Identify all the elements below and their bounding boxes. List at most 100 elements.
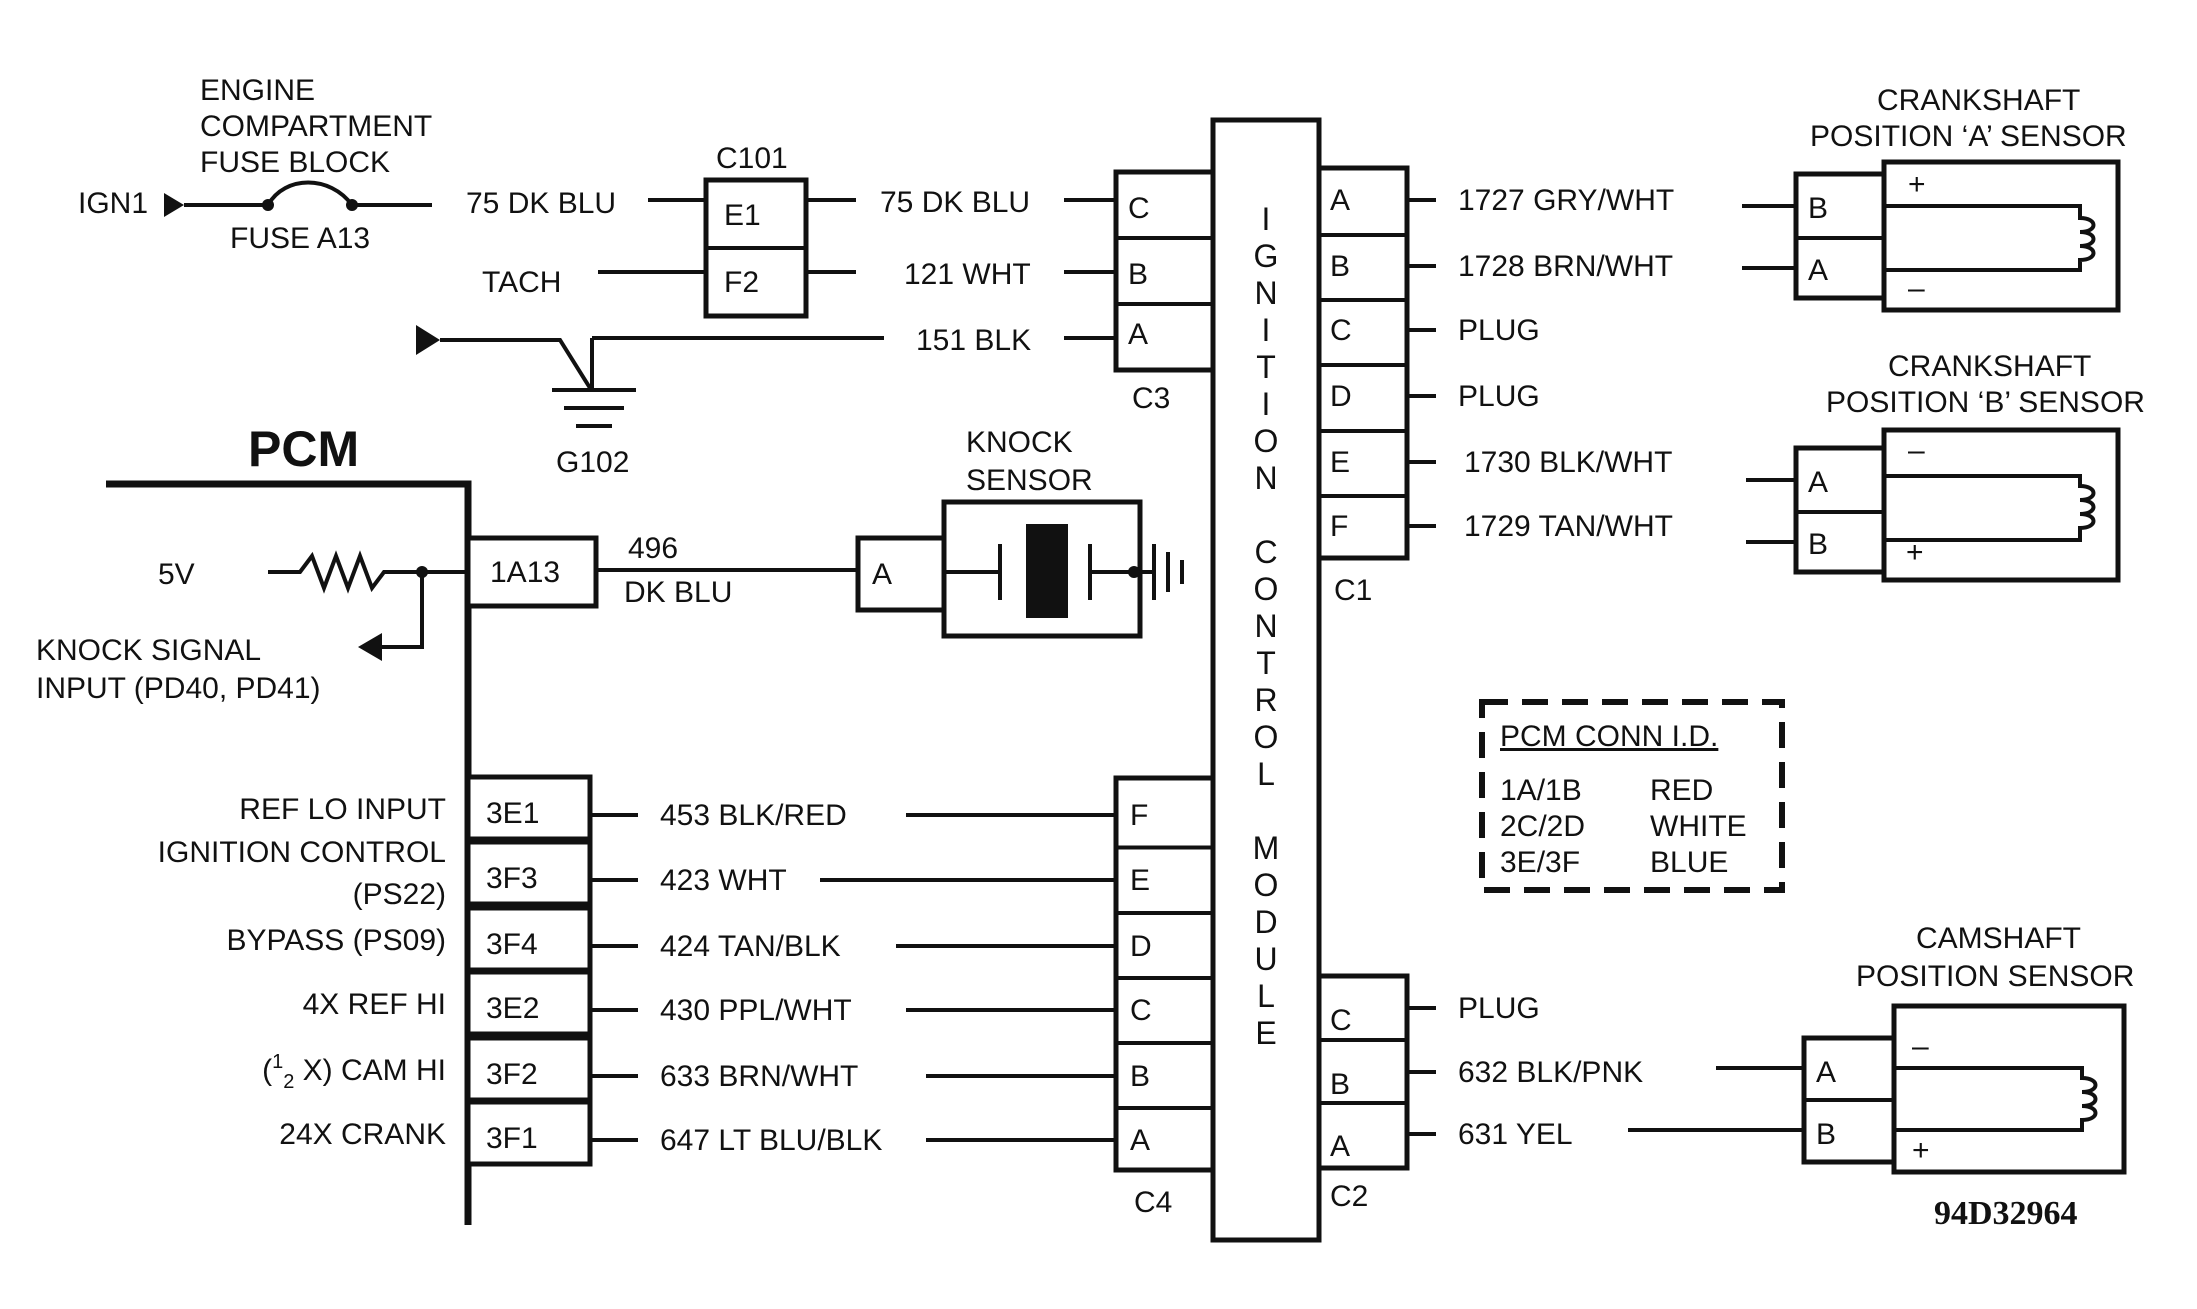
pcm-pin-label: 3F2 — [486, 1058, 538, 1091]
pcm-pin-label: 3E1 — [486, 797, 539, 830]
cam-sensor-body — [1891, 1003, 2127, 1175]
c3-connector — [1113, 169, 1216, 373]
crank-a-plus: + — [1908, 168, 1926, 201]
crank-b-line-2: POSITION ‘B’ SENSOR — [1826, 386, 2145, 419]
pcm-pin-1a13 — [465, 535, 599, 609]
pcm-wire-label: 424 TAN/BLK — [660, 930, 841, 963]
c101-label: C101 — [716, 142, 788, 175]
c1-pin-label: D — [1330, 380, 1352, 413]
c1-wire-label: PLUG — [1458, 314, 1540, 347]
knock-sensor-line-2: SENSOR — [966, 464, 1093, 497]
pcm-pin-box — [465, 969, 593, 1037]
tach-label: TACH — [482, 266, 561, 299]
crank-b-sensor-body — [1881, 427, 2121, 583]
pcm-pin-label: 3F3 — [486, 862, 538, 895]
c2-label: C2 — [1330, 1180, 1368, 1213]
c3-pin-a: A — [1128, 318, 1148, 351]
pcm-function-label-part: ( — [262, 1054, 272, 1087]
fuse-icon — [266, 180, 354, 207]
module-letter: M — [1253, 830, 1280, 866]
pcm-wire-label: 633 BRN/WHT — [660, 1060, 858, 1093]
module-letter: T — [1256, 645, 1276, 681]
module-letter: T — [1256, 349, 1276, 385]
fuse-block-line-3: FUSE BLOCK — [200, 146, 390, 179]
module-letter: N — [1254, 460, 1277, 496]
ground-arrow-icon — [416, 325, 440, 355]
pcm-function-sublabel: (PS22) — [353, 878, 446, 911]
c2-pin-label: B — [1330, 1068, 1350, 1101]
crank-a-coil-icon — [1884, 204, 2096, 272]
legend-color-1: RED — [1650, 774, 1713, 807]
pcm-function-label: IGNITION CONTROL — [158, 836, 446, 869]
legend-conn-1: 1A/1B — [1500, 774, 1582, 807]
ign1-label: IGN1 — [78, 187, 148, 220]
crank-b-line-1: CRANKSHAFT — [1888, 350, 2091, 383]
module-letter: R — [1254, 682, 1277, 718]
knock-signal-line-1: KNOCK SIGNAL — [36, 634, 261, 667]
crank-a-pin-b: B — [1808, 192, 1828, 225]
ignition-control-module — [1210, 117, 1322, 1243]
pcm-function-label: 24X CRANK — [279, 1118, 446, 1151]
c2-pin-label: C — [1330, 1004, 1352, 1037]
pcm-function-label: REF LO INPUT — [239, 793, 446, 826]
pcm-pin-label: 3F4 — [486, 928, 538, 961]
wire-151-label: 151 BLK — [916, 324, 1031, 357]
cam-line-1: CAMSHAFT — [1916, 922, 2081, 955]
c101-pin-f2: F2 — [724, 266, 759, 299]
fuse-block-line-1: ENGINE — [200, 74, 315, 107]
wire-496-label: 496 — [628, 532, 678, 565]
c3-pin-c: C — [1128, 192, 1150, 225]
legend-conn-3: 3E/3F — [1500, 846, 1580, 879]
module-letter: L — [1257, 978, 1275, 1014]
crank-a-minus: – — [1908, 272, 1925, 305]
c4-label: C4 — [1134, 1186, 1172, 1219]
c2-wire-label: 632 BLK/PNK — [1458, 1056, 1643, 1089]
knock-pin-a: A — [872, 558, 892, 591]
legend-color-2: WHITE — [1650, 810, 1747, 843]
pcm-function-label: BYPASS (PS09) — [226, 924, 446, 957]
c1-wire-label: 1730 BLK/WHT — [1464, 446, 1672, 479]
module-letter: I — [1262, 386, 1271, 422]
c3-label: C3 — [1132, 382, 1170, 415]
reference-id: 94D32964 — [1934, 1195, 2078, 1232]
cam-coil-icon — [1894, 1066, 2098, 1132]
legend-conn-2: 2C/2D — [1500, 810, 1585, 843]
c4-pin-label: B — [1130, 1060, 1150, 1093]
c3-pin-b: B — [1128, 258, 1148, 291]
crank-a-line-2: POSITION ‘A’ SENSOR — [1810, 120, 2127, 153]
c4-pin-label: E — [1130, 864, 1150, 897]
module-letter: D — [1254, 904, 1277, 940]
pcm-pin-box — [465, 839, 593, 907]
c101-pin-e1: E1 — [724, 199, 761, 232]
module-letter: G — [1254, 238, 1279, 274]
module-letter: I — [1262, 312, 1271, 348]
crank-a-line-1: CRANKSHAFT — [1877, 84, 2080, 117]
pcm-pin-box — [465, 1035, 593, 1103]
knock-ground-icon — [1140, 544, 1184, 600]
knock-signal-arrow-icon — [358, 633, 382, 661]
pcm-pin-label: 3E2 — [486, 992, 539, 1025]
legend-title: PCM CONN I.D. — [1500, 720, 1718, 753]
pcm-function-label-part: 2 — [283, 1071, 294, 1093]
pcm-pin-label: 3F1 — [486, 1122, 538, 1155]
fuse-block-line-2: COMPARTMENT — [200, 110, 432, 143]
pcm-function-label-part: 1 — [272, 1051, 283, 1073]
cam-pin-a: A — [1816, 1056, 1836, 1089]
c1-pin-label: F — [1330, 510, 1348, 543]
pcm-function-label: (12 X) CAM HI — [262, 1051, 446, 1093]
fuse-a13-label: FUSE A13 — [230, 222, 370, 255]
wire-dk-blu-label: DK BLU — [624, 576, 732, 609]
module-letter: N — [1254, 608, 1277, 644]
cam-minus: – — [1912, 1030, 1929, 1063]
c1-pin-label: C — [1330, 314, 1352, 347]
pcm-pin-box — [465, 774, 593, 842]
wire-75-right-label: 75 DK BLU — [880, 186, 1030, 219]
legend-box — [1479, 699, 1785, 893]
c4-pin-label: F — [1130, 799, 1148, 832]
c4-connector — [1113, 775, 1216, 1173]
module-letter: O — [1254, 571, 1279, 607]
wire-121-label: 121 WHT — [904, 258, 1031, 291]
